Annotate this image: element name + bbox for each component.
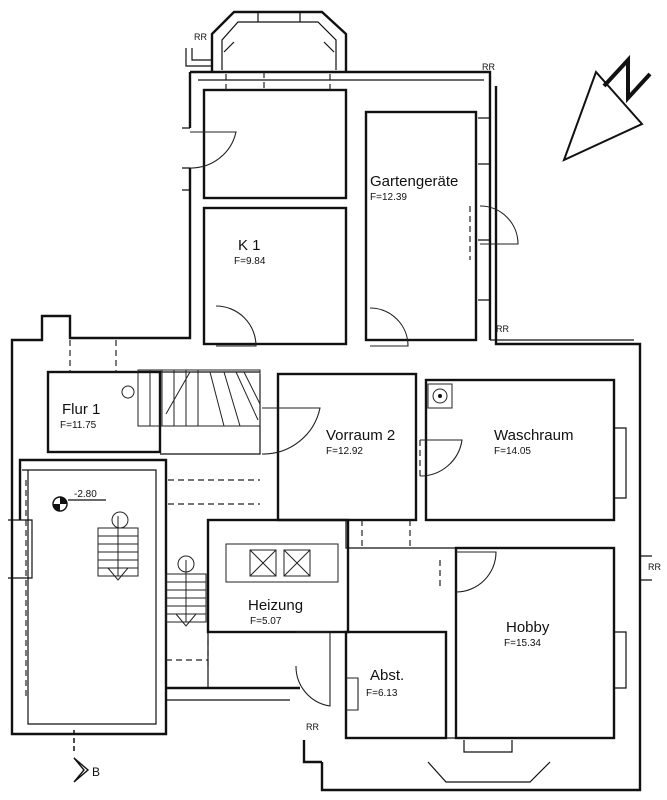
room-name-abst: Abst.	[370, 667, 404, 684]
section-marker-icon	[73, 730, 90, 783]
room-name-k1: K 1	[238, 237, 261, 254]
room-name-gartengeraete: Gartengeräte	[370, 173, 458, 190]
rr-label: RR	[482, 62, 495, 72]
rr-label: RR	[194, 32, 207, 42]
room-area-vorraum2: F=12.92	[326, 446, 363, 457]
room-name-flur1: Flur 1	[62, 401, 100, 418]
room-area-gartengeraete: F=12.39	[370, 192, 407, 203]
doors	[189, 131, 519, 711]
room-name-waschraum: Waschraum	[494, 427, 573, 444]
stairs	[97, 369, 261, 627]
room-area-waschraum: F=14.05	[494, 446, 531, 457]
room-area-heizung: F=5.07	[250, 616, 282, 627]
room-area-hobby: F=15.34	[504, 638, 541, 649]
walls	[8, 10, 642, 792]
level-value: -2.80	[74, 489, 97, 500]
room-area-k1: F=9.84	[234, 256, 266, 267]
rr-label: RR	[648, 562, 661, 572]
room-name-vorraum2: Vorraum 2	[326, 427, 395, 444]
room-area-abst: F=6.13	[366, 688, 398, 699]
washer-icon	[427, 383, 453, 409]
boiler-icon	[225, 543, 339, 583]
room-name-heizung: Heizung	[248, 597, 303, 614]
rr-label: RR	[306, 722, 319, 732]
room-area-flur1: F=11.75	[60, 420, 97, 431]
north-arrow-icon	[562, 54, 652, 162]
rr-label: RR	[496, 324, 509, 334]
room-name-hobby: Hobby	[506, 619, 550, 636]
level-marker-icon	[52, 496, 106, 512]
section-label: B	[92, 765, 100, 779]
dashed-openings	[25, 72, 471, 700]
